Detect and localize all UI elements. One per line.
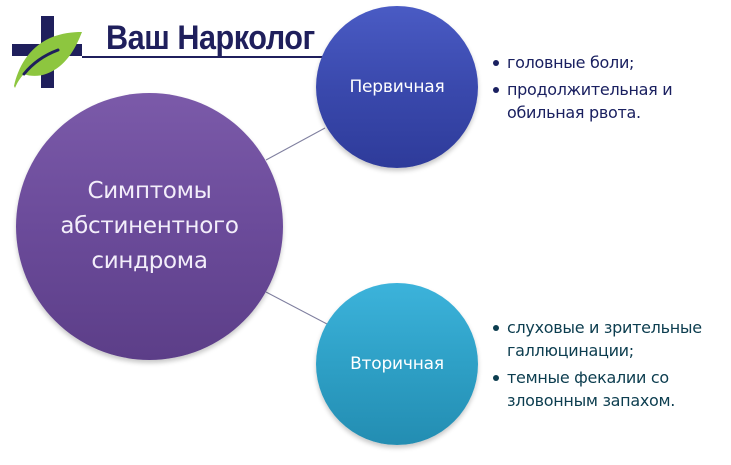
list-item: темные фекалии со зловонным запахом. [491,366,731,412]
leaf-icon [14,32,82,88]
branch-node-label: Первичная [349,77,445,97]
center-node-label: Симптомы абстинентного синдрома [60,178,239,274]
secondary-symptoms-list: слуховые и зрительные галлюцинации; темн… [491,316,731,416]
connector-secondary [265,291,328,325]
center-node: Симптомы абстинентного синдрома [16,93,283,360]
list-item: головные боли; [491,51,721,74]
branch-node-primary: Первичная [316,6,478,168]
branch-node-label: Вторичная [350,354,444,374]
list-item: продолжительная и обильная рвота. [491,78,721,124]
bullet-icon [493,375,499,381]
bullet-icon [493,60,499,66]
bullet-icon [493,325,499,331]
primary-symptoms-list: головные боли; продолжительная и обильна… [491,51,721,128]
branch-node-secondary: Вторичная [316,283,478,445]
bullet-icon [493,87,499,93]
logo-title: Ваш Нарколог [106,19,315,57]
connector-primary [265,127,326,161]
logo-underline [82,56,350,58]
list-item: слуховые и зрительные галлюцинации; [491,316,731,362]
